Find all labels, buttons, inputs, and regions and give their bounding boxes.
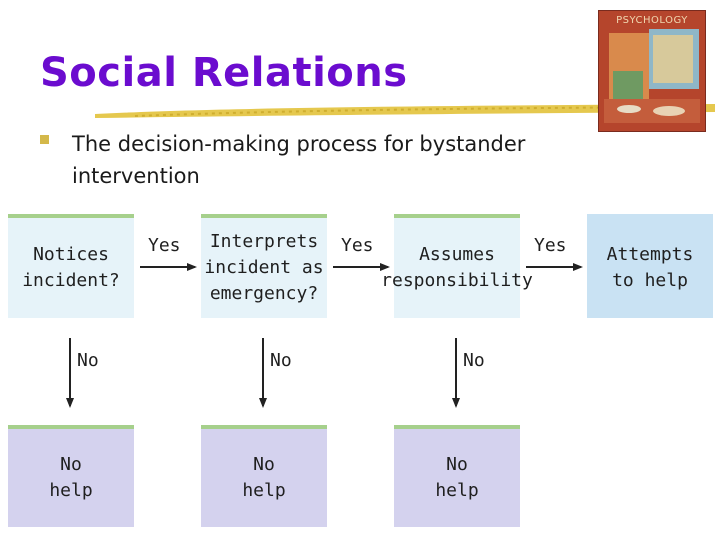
no-label-2: No bbox=[270, 350, 292, 371]
yes-label-1: Yes bbox=[148, 235, 181, 256]
no-label-3: No bbox=[463, 350, 485, 371]
yes-label-3: Yes bbox=[534, 235, 567, 256]
yes-label-2: Yes bbox=[341, 235, 374, 256]
no-label-1: No bbox=[77, 350, 99, 371]
